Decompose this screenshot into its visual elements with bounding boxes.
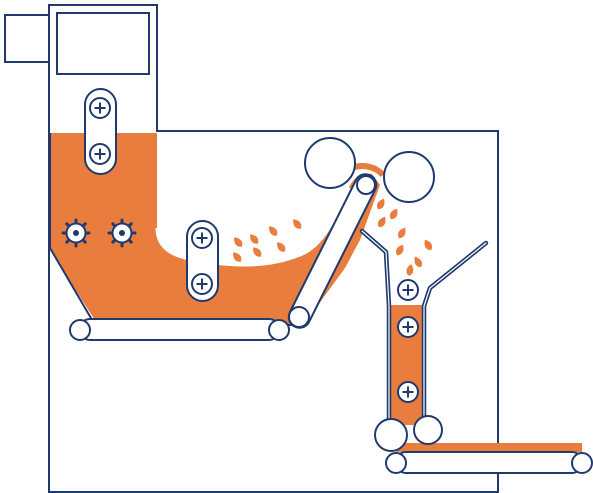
control-panel-window [56, 12, 150, 75]
bottom-conveyor [69, 318, 290, 341]
plus-roller-icon [397, 279, 419, 301]
exit-roller-right [413, 415, 443, 445]
conveyor-roller [571, 452, 593, 474]
conveyor-roller [69, 319, 91, 341]
exit-roller-left [374, 418, 408, 452]
plus-roller-icon [89, 97, 111, 119]
output-sheet [396, 443, 582, 452]
plus-roller-icon [89, 143, 111, 165]
press-roller-right [383, 151, 435, 203]
conveyor-roller [268, 319, 290, 341]
agitator-gear-icon [107, 218, 137, 248]
plus-roller-icon [191, 273, 213, 295]
vertical-roller-column-middle [186, 220, 219, 302]
conveyor-roller [288, 306, 310, 328]
slurry-surface [155, 187, 352, 267]
motor-box [4, 14, 50, 63]
plus-roller-icon [397, 381, 419, 403]
plus-roller-icon [397, 316, 419, 338]
hopper [359, 228, 489, 427]
press-rollers [304, 137, 435, 203]
inclined-conveyor [287, 173, 378, 329]
press-roller-left [304, 137, 356, 189]
exit-rollers [374, 415, 443, 452]
output-conveyor [385, 443, 593, 474]
conveyor-roller [385, 452, 407, 474]
vertical-roller-column-left [84, 88, 117, 175]
plus-roller-icon [191, 227, 213, 249]
tank-slurry [50, 133, 380, 325]
conveyor-roller [356, 175, 376, 195]
agitator-gear-icon [61, 218, 91, 248]
